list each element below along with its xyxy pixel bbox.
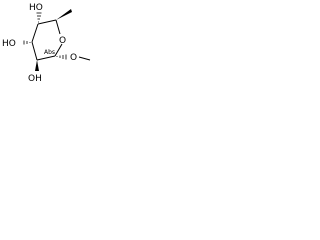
label-ho-c3: HO: [2, 39, 16, 49]
label-oh-c2: OH: [28, 74, 42, 83]
bond-c3-oh-hash: [23, 40, 31, 45]
molecule-drawing: HO HO OH O O Abs: [2, 3, 91, 83]
bond-glycO-methyl: [78, 56, 91, 61]
bond-c4-oh-hash: [36, 12, 42, 23]
label-glyc-o: O: [70, 53, 77, 63]
bond-c4-c5: [37, 19, 57, 25]
label-ho-c4: HO: [29, 3, 43, 13]
bond-c2-oh-wedge: [35, 60, 39, 71]
structure-diagram: HO HO OH O O Abs: [0, 0, 99, 83]
bond-ringO-c1: [54, 43, 63, 57]
bond-c1-c2: [36, 55, 56, 61]
bond-c5-ringO: [55, 19, 61, 35]
label-ring-o: O: [59, 36, 66, 46]
label-stereo-abs: Abs: [44, 49, 55, 56]
bond-c1-glycO-hash: [56, 54, 67, 60]
bond-c5-methyl-wedge: [56, 9, 72, 20]
bond-c3-c4: [31, 23, 39, 43]
bond-c2-c3: [31, 41, 38, 61]
